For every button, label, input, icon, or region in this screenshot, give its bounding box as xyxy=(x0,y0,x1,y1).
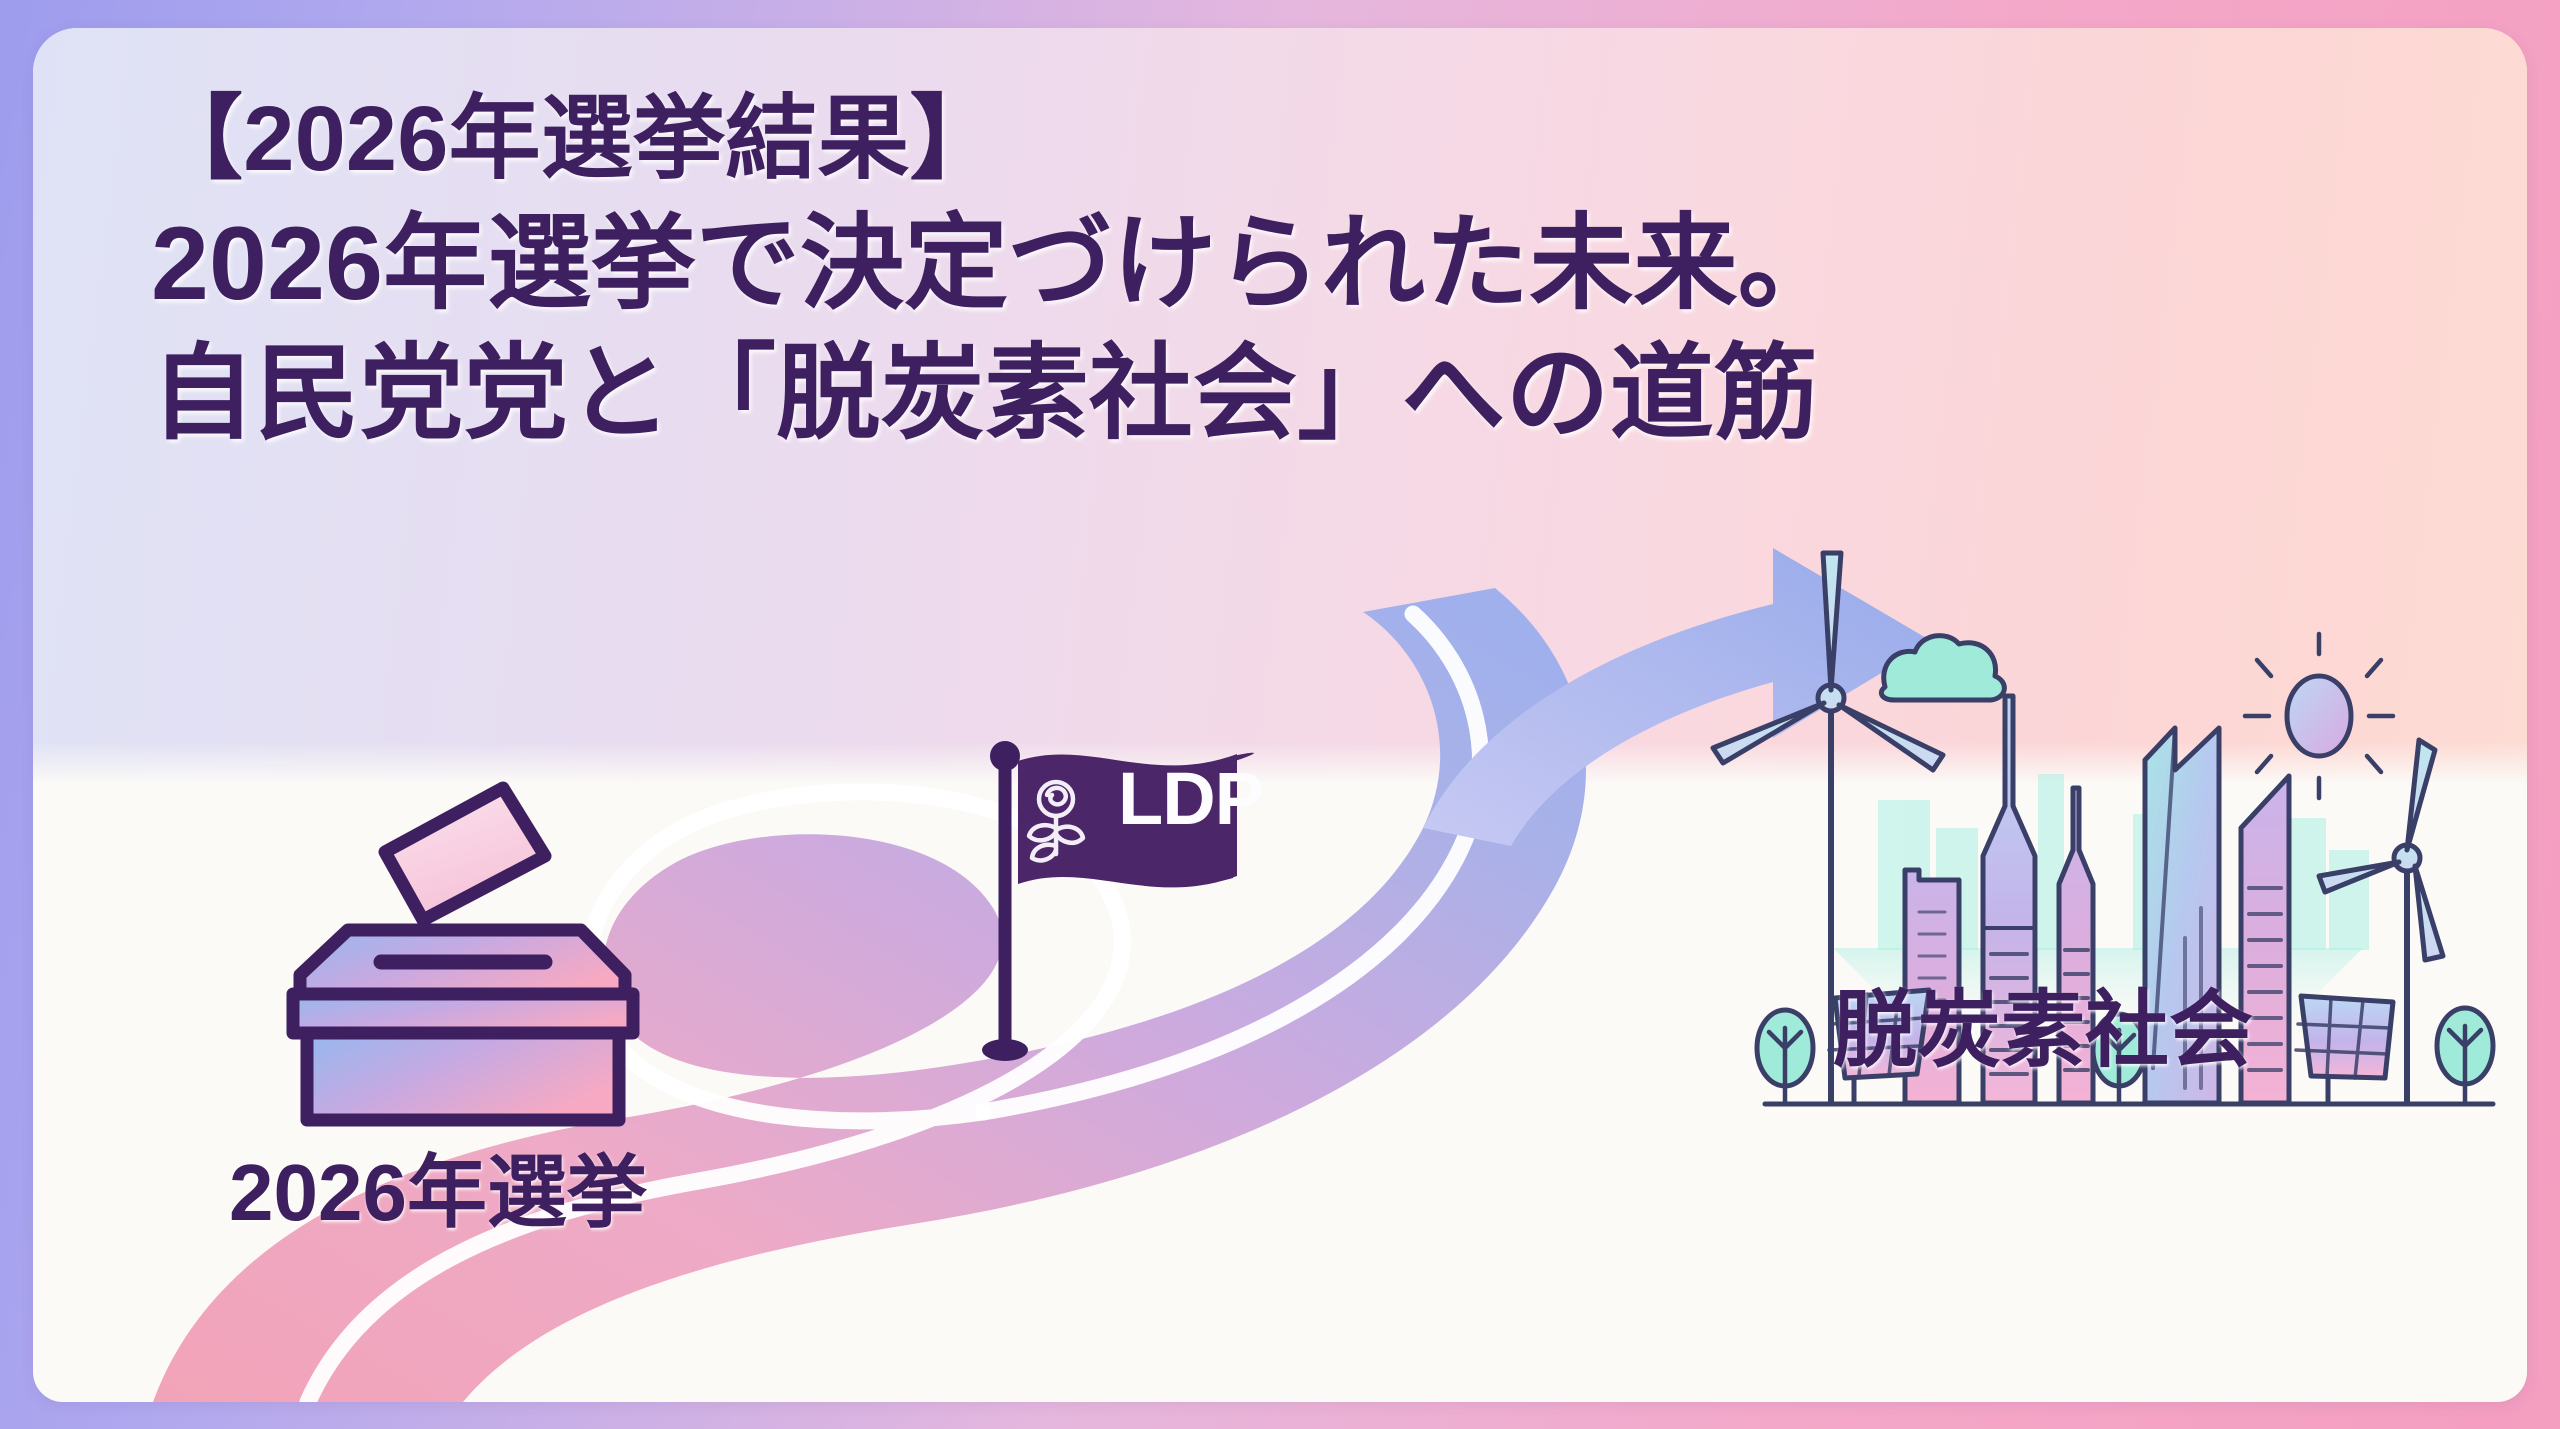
rose-emblem-icon xyxy=(1026,779,1086,863)
wind-turbine-icon xyxy=(1710,550,1946,1106)
headline-line-1: 【2026年選挙結果】 xyxy=(151,88,1002,190)
headline-line-3: 自民党党と「脱炭素社会」への道筋 xyxy=(151,336,1819,452)
solar-panel-icon xyxy=(2294,993,2396,1106)
page-title: 【2026年選挙結果】 2026年選挙で決定づけられた未来。 自民党党と「脱炭素… xyxy=(33,28,2527,458)
wind-turbine-icon xyxy=(2316,737,2446,1106)
sun-icon xyxy=(2242,631,2396,801)
ldp-wordmark: LDP xyxy=(1118,757,1264,840)
tree-icon xyxy=(2434,1005,2496,1106)
scene-svg xyxy=(153,548,2496,1402)
ballot-box-icon xyxy=(286,781,640,1127)
green-city-icon xyxy=(1710,550,2496,1107)
headline-line-2: 2026年選挙で決定づけられた未来。 xyxy=(151,206,1842,322)
ldp-flag-icon xyxy=(982,741,1254,1061)
city-caption: 脱炭素社会 xyxy=(1833,983,2254,1077)
tree-icon xyxy=(1754,1007,1816,1106)
solar-panel-icon xyxy=(1827,987,1932,1106)
tree-icon xyxy=(2090,1011,2148,1106)
arrow-right-icon xyxy=(1423,548,1933,846)
poster-card: LDP 2026年選挙 脱炭素社会 【2026年選挙結果】 2026年選挙で決定… xyxy=(33,28,2527,1402)
illustration-scene: LDP 2026年選挙 脱炭素社会 xyxy=(33,28,2527,1402)
cloud-icon xyxy=(1878,633,2007,703)
ballot-caption: 2026年選挙 xyxy=(229,1148,647,1237)
headline-gradient-band xyxy=(33,28,2527,788)
